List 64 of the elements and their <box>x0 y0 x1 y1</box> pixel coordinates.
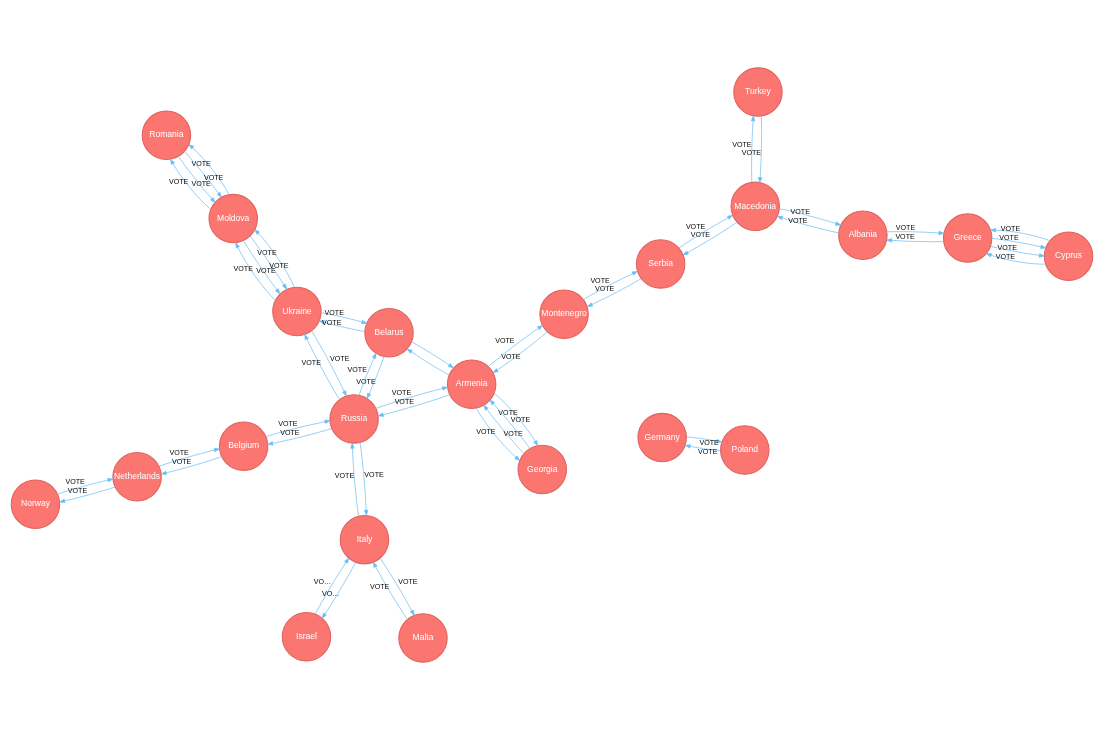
arrow <box>170 158 211 210</box>
node-circle: Turkey <box>733 66 783 117</box>
arrow <box>991 237 1047 249</box>
arrow <box>184 150 222 198</box>
node-circle: Norway <box>10 479 61 529</box>
arrow <box>493 392 538 446</box>
arrow <box>311 330 347 396</box>
arrow <box>320 311 368 324</box>
arrow <box>243 239 281 294</box>
arrow <box>488 324 543 367</box>
arrow <box>678 214 733 248</box>
arrow <box>160 455 222 475</box>
arrow <box>379 557 415 616</box>
node-circle: Malta <box>398 612 448 663</box>
node-circle: Albania <box>838 209 888 260</box>
arrow <box>267 427 332 445</box>
node-circle: Netherlands <box>112 451 162 501</box>
arrow <box>304 333 340 400</box>
arrow <box>886 237 944 242</box>
arrow <box>158 447 220 467</box>
arrow <box>990 227 1051 241</box>
node-circle: Poland <box>720 424 770 475</box>
arrow <box>682 221 738 255</box>
arrow <box>684 443 721 451</box>
arrow <box>321 561 356 619</box>
node-circle: Serbia <box>635 238 686 289</box>
arrow <box>59 486 116 503</box>
arrow <box>777 215 840 233</box>
arrow <box>359 441 369 516</box>
arrow <box>750 115 756 183</box>
arrow <box>489 399 531 449</box>
arrow <box>886 230 945 235</box>
arrow <box>254 228 295 288</box>
arrow <box>188 143 230 195</box>
node-circle: Belgium <box>218 420 269 471</box>
arrow <box>265 419 331 437</box>
arrow <box>986 252 1046 265</box>
arrow <box>350 442 359 516</box>
arrow <box>475 407 521 461</box>
arrow <box>779 207 842 226</box>
arrow <box>235 241 276 301</box>
node-circle: Romania <box>141 110 192 160</box>
arrow <box>366 355 385 399</box>
arrow <box>249 235 287 290</box>
arrow <box>587 277 642 307</box>
arrow <box>483 404 525 454</box>
arrow <box>314 557 350 614</box>
arrow <box>583 270 638 300</box>
node-circle: Georgia <box>517 444 567 494</box>
node-circle: Cyprus <box>1043 230 1094 281</box>
arrow <box>318 319 366 332</box>
arrow <box>758 115 763 183</box>
arrow <box>406 348 450 375</box>
arrow <box>375 385 448 409</box>
node-circle: Germany <box>637 412 687 462</box>
arrow <box>411 341 454 368</box>
node-circle: Macedonia <box>730 181 780 231</box>
arrow <box>372 561 408 620</box>
arrow <box>492 330 548 373</box>
arrow <box>57 477 114 494</box>
arrow <box>177 155 216 203</box>
arrow <box>377 393 451 417</box>
arrow <box>358 352 377 395</box>
arrow <box>990 245 1045 257</box>
